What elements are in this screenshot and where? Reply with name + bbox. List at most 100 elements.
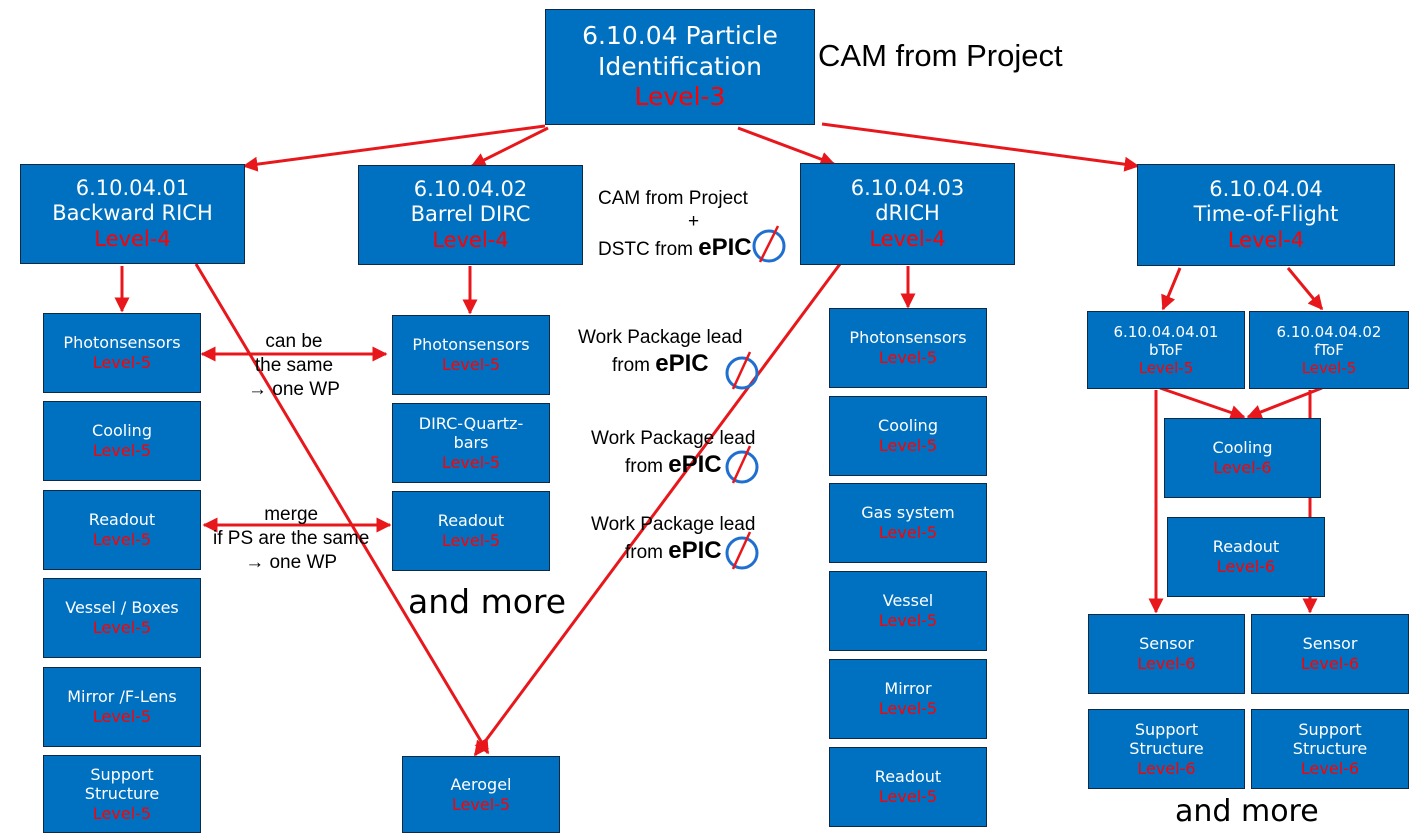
- item-level: Level-5: [92, 441, 152, 460]
- item-name: Aerogel: [450, 774, 512, 794]
- note-line-with-logo: from ePIC: [578, 350, 742, 379]
- epic-logo: ePIC: [698, 233, 752, 261]
- l4-node-barrel-dirc: 6.10.04.02 Barrel DIRC Level-4: [358, 165, 583, 265]
- aerogel-node: Aerogel Level-5: [402, 756, 560, 833]
- item-name: bars: [453, 433, 489, 453]
- item-level: Level-5: [878, 436, 938, 455]
- arrow-top-to-brich: [242, 124, 546, 172]
- col1-support-structure: Support Structure Level-5: [43, 755, 201, 833]
- item-name: Cooling: [878, 416, 938, 436]
- item-name: Structure: [1292, 739, 1368, 759]
- item-level: Level-5: [878, 523, 938, 542]
- wp-note-1: Work Package lead from ePIC: [578, 327, 742, 379]
- canbe-note: can be the same → one WP: [248, 330, 340, 401]
- item-name: bToF: [1149, 340, 1183, 359]
- item-name: Gas system: [861, 503, 955, 523]
- arrow-drich-to-aerogel: [473, 263, 842, 757]
- l4-level: Level-4: [432, 227, 509, 252]
- item-level: Level-5: [92, 530, 152, 549]
- l4-level: Level-4: [1227, 227, 1305, 252]
- col3-vessel: Vessel Level-5: [829, 571, 987, 651]
- item-name: Structure: [1129, 739, 1204, 759]
- top-node-code: 6.10.04 Particle: [582, 21, 778, 51]
- note-line: → one WP: [245, 551, 338, 573]
- item-name: Support: [1298, 719, 1362, 739]
- l4-node-drich: 6.10.04.03 dRICH Level-4: [800, 163, 1015, 265]
- tof-sensor-left: Sensor Level-6: [1088, 614, 1245, 694]
- col1-readout: Readout Level-5: [43, 490, 201, 570]
- l4-level: Level-4: [869, 226, 946, 251]
- note-line-with-logo: from ePIC: [591, 537, 755, 566]
- item-level: Level-6: [1300, 758, 1360, 778]
- item-name: fToF: [1314, 340, 1344, 359]
- item-level: Level-5: [441, 355, 501, 374]
- item-level: Level-5: [878, 699, 938, 718]
- item-name: Photonsensors: [63, 333, 181, 353]
- epic-logo: ePIC: [668, 536, 722, 564]
- tof-support-right: Support Structure Level-6: [1251, 709, 1409, 789]
- item-name: Photonsensors: [412, 335, 530, 355]
- l4-name: Barrel DIRC: [410, 202, 531, 227]
- item-name: Cooling: [92, 421, 152, 441]
- merge-note: merge if PS are the same → one WP: [213, 503, 369, 574]
- col2-readout: Readout Level-5: [392, 491, 550, 571]
- arrow-top-to-dirc: [470, 126, 549, 168]
- item-level: Level-5: [878, 348, 938, 367]
- item-name: Sensor: [1302, 634, 1358, 654]
- item-code: 6.10.04.04.01: [1113, 322, 1219, 341]
- arrow-top-to-drich: [737, 126, 836, 167]
- note-line: Work Package lead: [591, 428, 756, 449]
- item-level: Level-6: [1137, 758, 1196, 778]
- l4-code: 6.10.04.04: [1209, 176, 1323, 201]
- tof-sensor-right: Sensor Level-6: [1251, 614, 1409, 694]
- note-line: from: [612, 354, 650, 376]
- epic-logo: ePIC: [668, 450, 722, 478]
- item-level: Level-5: [878, 787, 938, 806]
- note-line: → one WP: [248, 378, 340, 400]
- col3-cooling: Cooling Level-5: [829, 396, 987, 476]
- and-more-middle: and more: [408, 582, 567, 621]
- cam-from-project-label: CAM from Project: [818, 38, 1063, 73]
- col1-mirror-flens: Mirror /F-Lens Level-5: [43, 667, 201, 747]
- note-line: the same: [254, 354, 334, 376]
- note-line: +: [688, 210, 700, 232]
- wp-note-2: Work Package lead from ePIC: [591, 428, 755, 480]
- item-level: Level-6: [1213, 458, 1272, 477]
- note-line: merge: [264, 504, 319, 525]
- col3-gas-system: Gas system Level-5: [829, 483, 987, 563]
- col2-dirc-quartz-bars: DIRC-Quartz- bars Level-5: [392, 403, 550, 483]
- item-level: Level-5: [92, 803, 152, 823]
- top-node-particle-identification: 6.10.04 Particle Identification Level-3: [545, 9, 815, 125]
- col3-mirror: Mirror Level-5: [829, 659, 987, 739]
- note-line: if PS are the same: [213, 527, 370, 549]
- item-level: Level-6: [1137, 654, 1196, 673]
- col3-photonsensors: Photonsensors Level-5: [829, 308, 987, 388]
- item-name: Sensor: [1139, 634, 1194, 654]
- note-line: DSTC from: [598, 238, 693, 260]
- tof-ftof: 6.10.04.04.02 fToF Level-5: [1249, 311, 1409, 389]
- col1-photonsensors: Photonsensors Level-5: [43, 313, 201, 393]
- note-line-with-logo: from ePIC: [591, 451, 755, 480]
- item-level: Level-5: [1301, 359, 1357, 378]
- col1-cooling: Cooling Level-5: [43, 401, 201, 481]
- item-level: Level-5: [441, 452, 501, 472]
- l4-code: 6.10.04.01: [75, 175, 190, 200]
- and-more-right: and more: [1175, 794, 1319, 829]
- item-level: Level-5: [92, 353, 152, 372]
- item-name: DIRC-Quartz-: [418, 413, 524, 433]
- arrow-btof-to-cooling: [1159, 386, 1246, 420]
- top-node-level: Level-3: [634, 82, 726, 112]
- tof-btof: 6.10.04.04.01 bToF Level-5: [1087, 311, 1245, 389]
- cam-dstc-note: CAM from Project + DSTC from ePIC: [598, 188, 752, 262]
- item-name: Mirror /F-Lens: [67, 687, 177, 707]
- note-line: can be: [265, 331, 323, 352]
- item-name: Readout: [874, 767, 942, 787]
- top-node-name: Identification: [598, 51, 762, 81]
- item-level: Level-5: [878, 611, 938, 630]
- note-line: CAM from Project: [598, 188, 748, 209]
- item-name: Readout: [1212, 537, 1280, 557]
- tof-support-left: Support Structure Level-6: [1088, 709, 1245, 789]
- note-line-with-logo: DSTC from ePIC: [598, 234, 752, 263]
- l4-node-time-of-flight: 6.10.04.04 Time-of-Flight Level-4: [1137, 164, 1395, 266]
